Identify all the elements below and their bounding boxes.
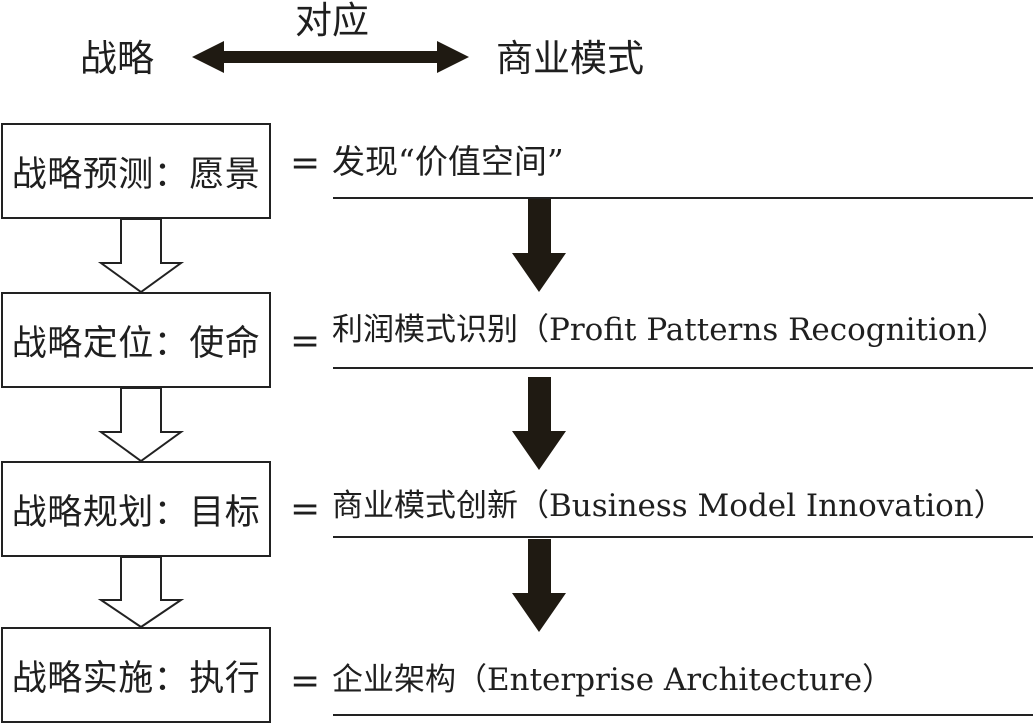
stage-label-positioning: 战略定位：使命 [11,323,261,364]
underline-rule-3 [333,536,1033,538]
equals-sign-1: = [290,143,321,184]
stage-label-planning: 战略规划：目标 [11,492,261,533]
business-model-header-label: 商业模式 [496,37,644,80]
underline-rule-4 [333,714,1033,716]
strategy-header-label: 战略 [80,37,154,80]
underline-rule-1 [333,197,1033,199]
result-text-enterprise-architecture: 企业架构（Enterprise Architecture） [332,662,894,698]
result-text-business-model-innovation: 商业模式创新（Business Model Innovation） [332,488,1005,524]
equals-sign-3: = [290,489,321,530]
stage-box-planning: 战略规划：目标 [1,461,271,557]
equals-sign-4: = [290,661,321,702]
correspondence-label: 对应 [295,0,369,42]
stage-label-implementation: 战略实施：执行 [11,658,261,699]
stage-label-forecast: 战略预测：愿景 [11,154,261,195]
stage-box-forecast: 战略预测：愿景 [1,123,271,219]
stage-box-positioning: 战略定位：使命 [1,292,271,388]
result-text-profit-patterns: 利润模式识别（Profit Patterns Recognition） [332,312,1008,348]
result-text-value-space: 发现“价值空间” [332,142,564,181]
underline-rule-2 [333,367,1033,369]
stage-box-implementation: 战略实施：执行 [1,627,271,723]
equals-sign-2: = [290,321,321,362]
